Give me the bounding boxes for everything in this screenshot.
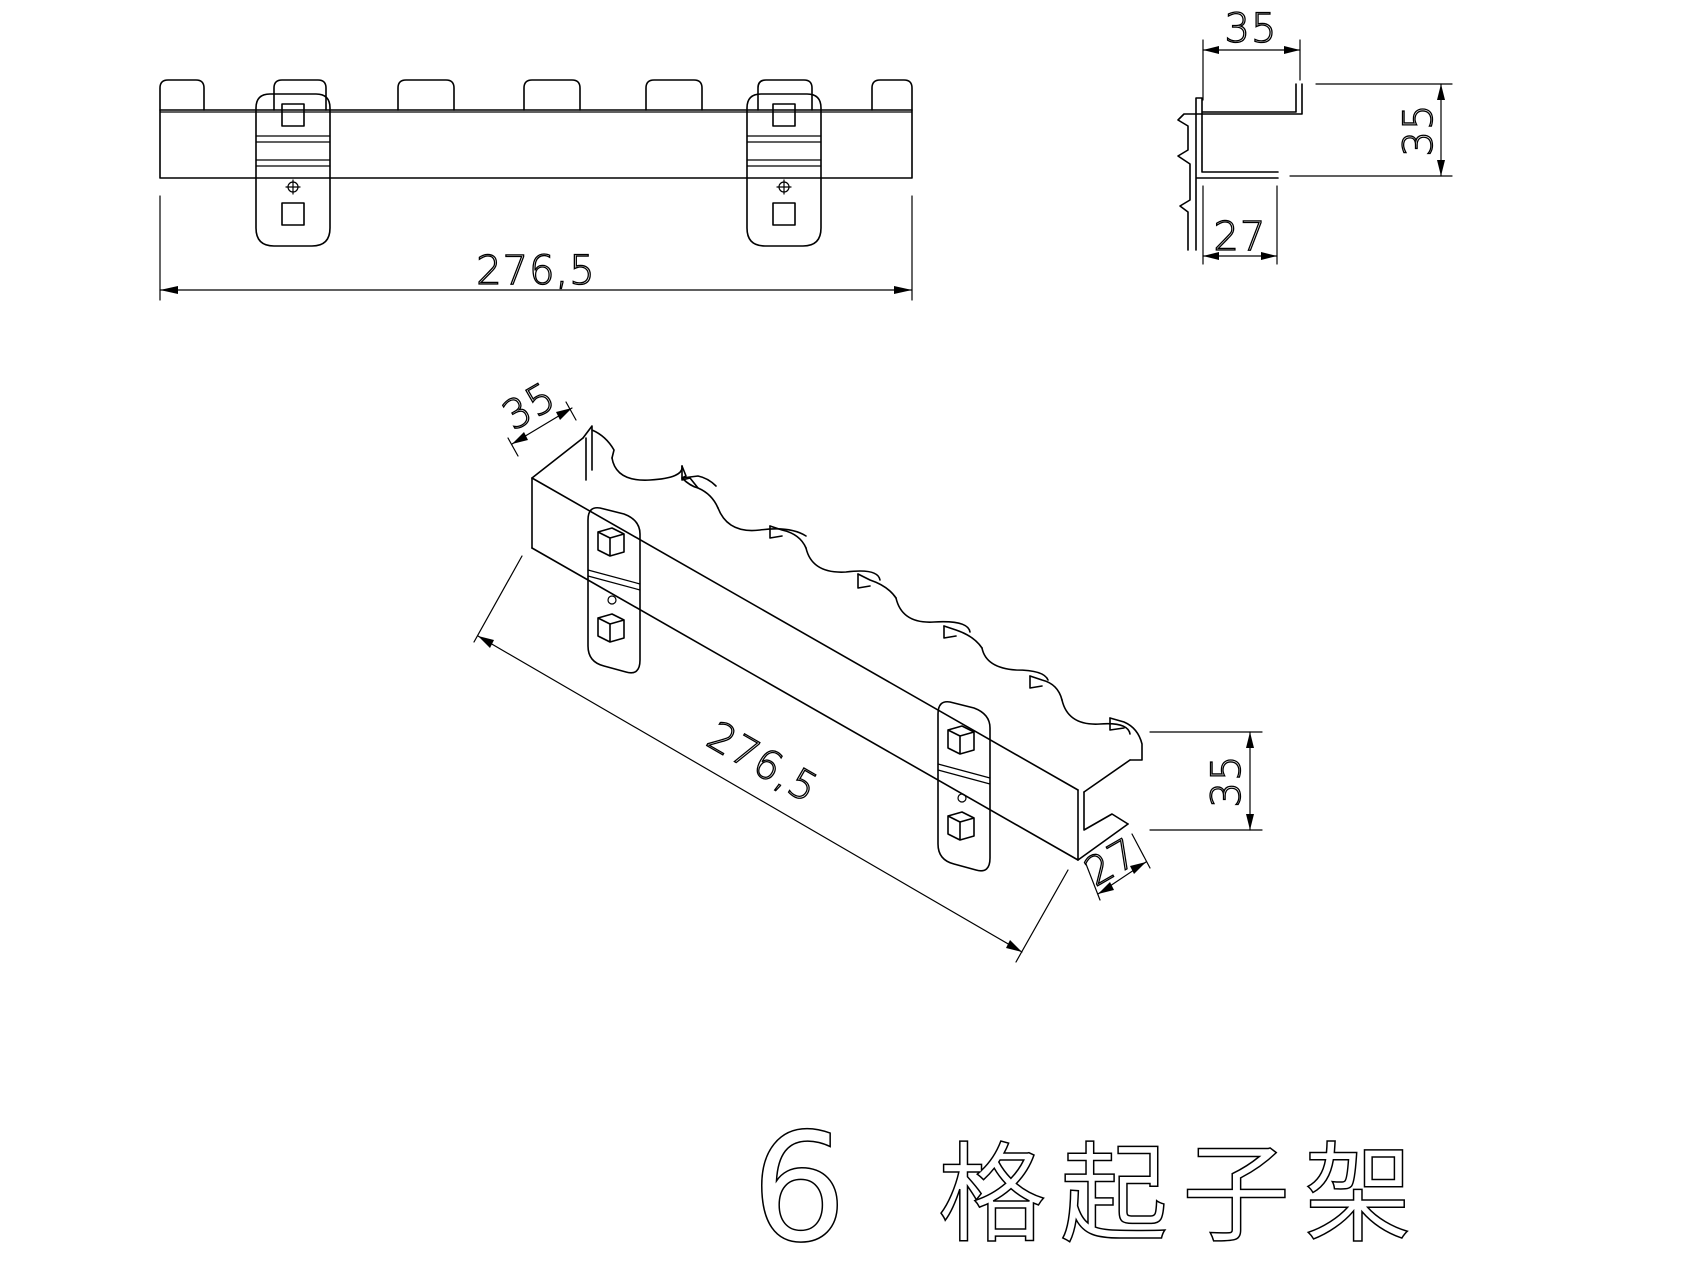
front-length-label: 276,5	[476, 248, 596, 294]
front-left-bracket	[255, 93, 331, 247]
side-depth-dimension: 27	[1202, 185, 1278, 265]
iso-length-label: 276,5	[699, 713, 826, 813]
side-profile	[1177, 83, 1303, 251]
side-view: 35 35 27	[1177, 5, 1453, 265]
iso-depth-dimension: 27	[1076, 829, 1151, 901]
iso-height-label: 35	[1204, 755, 1250, 808]
iso-width-dimension: 35	[494, 373, 577, 457]
iso-width-label: 35	[495, 374, 564, 440]
iso-rail-tabs	[582, 425, 1143, 761]
front-view: 276,5	[159, 79, 913, 301]
iso-length-dimension: 276,5	[473, 555, 1069, 963]
side-depth-label: 27	[1214, 214, 1267, 260]
side-width-dimension: 35	[1202, 5, 1301, 101]
side-width-label: 35	[1225, 6, 1278, 52]
iso-view: 35 276,5 35 27	[473, 373, 1263, 963]
iso-right-bracket	[937, 700, 991, 872]
front-rail-tabs	[159, 79, 913, 111]
side-height-label: 35	[1396, 104, 1442, 157]
side-height-dimension: 35	[1289, 83, 1453, 177]
iso-left-bracket	[587, 506, 641, 674]
title-text: 格起子架	[938, 1133, 1426, 1258]
front-right-bracket	[746, 93, 822, 247]
front-rail-body	[159, 109, 913, 179]
title-number: 6	[751, 1102, 860, 1276]
iso-height-dimension: 35	[1149, 731, 1263, 831]
drawing-title: 6 格起子架	[751, 1101, 1426, 1277]
iso-rail-body	[531, 437, 1131, 861]
front-length-dimension: 276,5	[159, 195, 913, 301]
